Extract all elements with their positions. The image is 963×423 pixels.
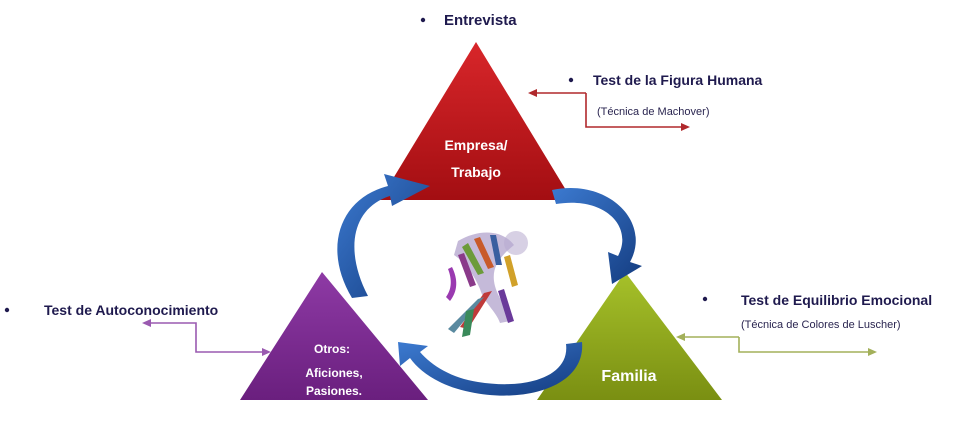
bullet-figura-humana <box>568 77 574 83</box>
label-autoconocimiento: Test de Autoconocimiento <box>44 302 218 318</box>
word-art-person-icon <box>446 231 528 337</box>
node-right-label-1: Familia <box>601 368 656 385</box>
node-top-label-2: Trabajo <box>451 164 501 180</box>
node-left-label-3: Pasiones. <box>306 384 362 398</box>
label-luscher: (Técnica de Colores de Luscher) <box>741 319 901 331</box>
node-top-label-1: Empresa/ <box>444 137 507 153</box>
label-figura-humana: Test de la Figura Humana <box>593 72 763 88</box>
node-left-label-1: Otros: <box>314 342 350 356</box>
connector-autoconocimiento <box>142 319 271 356</box>
bullet-equilibrio <box>702 296 708 302</box>
node-right-triangle <box>537 272 722 400</box>
cycle-arrow-left-to-top <box>337 174 430 298</box>
connector-figura-humana <box>528 89 690 131</box>
node-left-triangle <box>240 272 428 400</box>
node-top-triangle <box>380 42 572 200</box>
cycle-arrows <box>337 174 642 396</box>
bullet-autoconocimiento <box>4 307 10 313</box>
connector-equilibrio <box>676 333 877 356</box>
cycle-arrow-top-to-right <box>552 187 642 284</box>
label-equilibrio: Test de Equilibrio Emocional <box>741 292 932 308</box>
label-entrevista: Entrevista <box>444 12 517 29</box>
bullet-entrevista <box>420 17 426 23</box>
node-left-label-2: Aficiones, <box>305 366 362 380</box>
label-machover: (Técnica de Machover) <box>597 106 710 118</box>
cycle-arrow-right-to-left <box>398 342 583 396</box>
